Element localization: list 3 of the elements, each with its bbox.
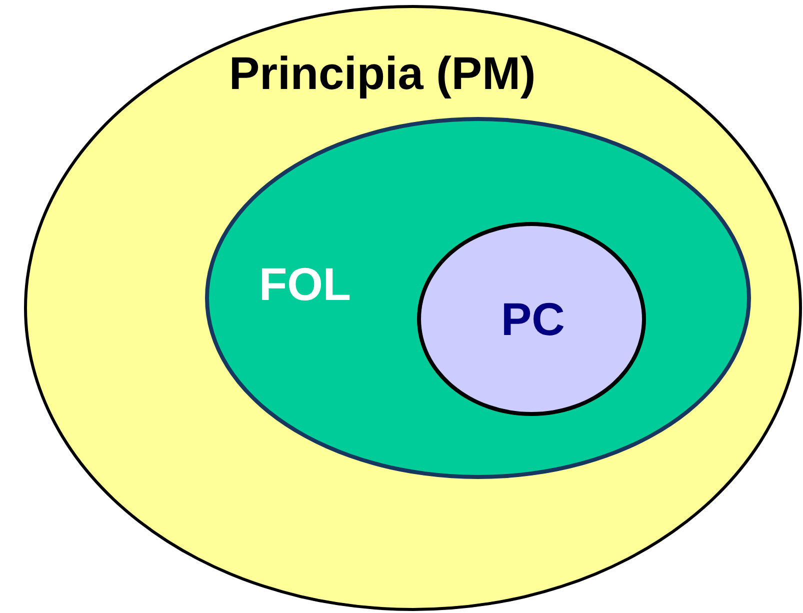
set-label: Principia (PM) (229, 50, 536, 96)
set-label: PC (501, 296, 565, 342)
set-label: FOL (259, 261, 351, 307)
